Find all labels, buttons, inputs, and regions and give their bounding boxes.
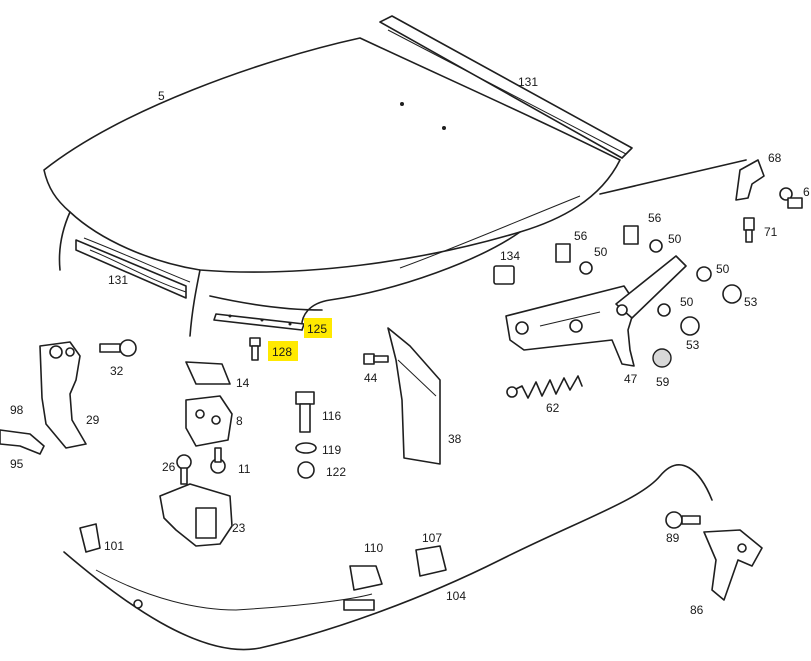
hood-hole (400, 102, 404, 106)
callout-56: 56 (648, 211, 662, 225)
callout-26: 26 (162, 460, 176, 474)
part-56-clip-a (555, 243, 571, 263)
part-8-lock (185, 395, 233, 447)
part-53-nuts (680, 284, 742, 336)
callout-134: 134 (500, 249, 520, 263)
highlight-128 (268, 341, 298, 361)
callout-50: 50 (680, 295, 694, 309)
part-14-gasket (185, 361, 231, 385)
callout-50: 50 (594, 245, 608, 259)
callout-131: 131 (518, 75, 538, 89)
part-32-screw (99, 339, 137, 357)
part-29-bracket (39, 341, 87, 449)
part-122-nut (297, 461, 315, 479)
seal-strip-left (75, 239, 187, 299)
callout-128: 128 (272, 345, 292, 359)
part-71-screw (743, 217, 755, 243)
callout-104: 104 (446, 589, 466, 603)
callout-89: 89 (666, 531, 680, 545)
callout-56: 56 (574, 229, 588, 243)
callout-62: 62 (546, 401, 560, 415)
callout-8: 8 (236, 414, 243, 428)
callout-6: 6 (803, 185, 810, 199)
callout-110: 110 (364, 541, 383, 555)
part-119-washer (295, 442, 317, 454)
part-134-clip (493, 265, 515, 285)
hood-linkage-rod (599, 159, 747, 195)
callout-38: 38 (448, 432, 462, 446)
part-128-bolt (249, 337, 261, 361)
callout-98: 98 (10, 403, 24, 417)
callout-95: 95 (10, 457, 24, 471)
part-86-release-handle (703, 529, 763, 601)
hood-panel (43, 37, 621, 337)
callout-125: 125 (307, 322, 327, 336)
callout-23: 23 (232, 521, 246, 535)
seal-strip-rear (379, 15, 633, 159)
part-104-release-cable (63, 464, 713, 651)
part-101-clip (79, 523, 101, 553)
callout-47: 47 (624, 372, 638, 386)
part-98-95-lever (0, 429, 45, 455)
part-11-screw (210, 447, 226, 474)
part-62-spring (506, 375, 583, 399)
part-47-hinge (505, 255, 687, 367)
highlight-125 (304, 318, 332, 338)
callout-29: 29 (86, 413, 100, 427)
part-59-nut (652, 348, 672, 368)
callout-116: 116 (322, 409, 341, 423)
callout-11: 11 (238, 462, 251, 476)
callout-122: 122 (326, 465, 346, 479)
hood-hole (442, 126, 446, 130)
part-50-washers (579, 239, 712, 317)
callout-5: 5 (158, 89, 165, 103)
callout-32: 32 (110, 364, 124, 378)
part-23-striker (159, 483, 233, 547)
callout-44: 44 (364, 371, 378, 385)
part-6x-bolt (779, 187, 803, 209)
part-26-screw (176, 454, 192, 485)
part-44-screw (363, 353, 389, 365)
callout-14: 14 (236, 376, 250, 390)
callout-50: 50 (716, 262, 730, 276)
callout-68: 68 (768, 151, 782, 165)
part-110-clip (349, 565, 383, 591)
callout-107: 107 (422, 531, 442, 545)
callout-86: 86 (690, 603, 704, 617)
part-89-screw (665, 511, 701, 529)
part-56-clip-b (623, 225, 639, 245)
callout-53: 53 (686, 338, 700, 352)
callout-53: 53 (744, 295, 758, 309)
part-116-bolt (295, 391, 315, 433)
callout-119: 119 (322, 443, 341, 457)
part-68-bracket (735, 159, 765, 201)
callout-71: 71 (764, 225, 778, 239)
part-125-strip (213, 313, 305, 331)
callout-131: 131 (108, 273, 128, 287)
callout-101: 101 (104, 539, 124, 553)
part-107-clip (415, 545, 447, 577)
callout-50: 50 (668, 232, 682, 246)
callout-59: 59 (656, 375, 670, 389)
part-38-panel (387, 327, 441, 465)
